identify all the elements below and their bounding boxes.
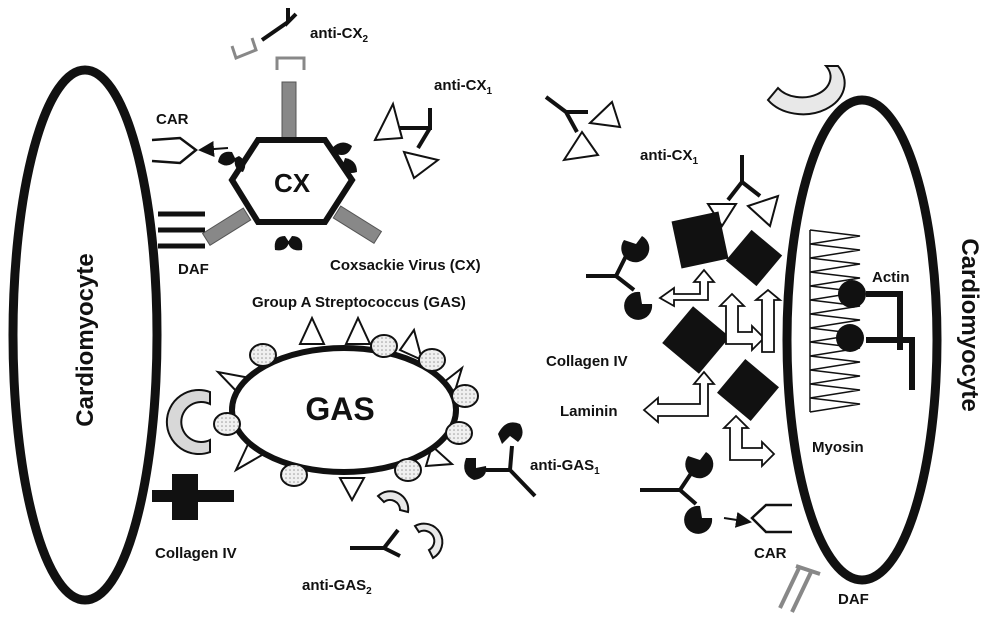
- antibody-anti-cx2-arms: [230, 37, 306, 70]
- car-binding-arrow-right: [723, 511, 752, 528]
- collagen-label-left: Collagen IV: [155, 545, 237, 562]
- laminin-label: Laminin: [560, 403, 618, 420]
- daf-receptor-left: [158, 211, 205, 249]
- left-cell-label: Cardiomyocyte: [72, 253, 99, 426]
- actin-binders: [836, 280, 866, 352]
- anti-cx1-right-label: anti-CX1: [640, 147, 699, 167]
- antibody-anti-cx1-left: [373, 101, 441, 180]
- bacterium-short-label: GAS: [305, 391, 374, 427]
- car-receptor-left: [151, 136, 199, 165]
- actin-label: Actin: [872, 269, 910, 286]
- anti-cx1-top-label: anti-CX1: [434, 77, 493, 97]
- daf-label-right: DAF: [838, 591, 869, 608]
- antibody-anti-gas1: [464, 422, 537, 498]
- daf-label-left: DAF: [178, 261, 209, 278]
- group-a-streptococcus: [213, 315, 479, 503]
- bacterium-surface-dots: [213, 334, 479, 487]
- antibody-anti-cx1-center: [544, 95, 622, 162]
- car-binding-arrow-left: [198, 141, 229, 157]
- antibody-right-upper: [586, 236, 653, 320]
- antibody-right-lower: [640, 452, 714, 534]
- car-label-left: CAR: [156, 111, 189, 128]
- collagen-iv-network: [662, 211, 783, 421]
- anti-gas1-label: anti-GAS1: [530, 457, 600, 477]
- left-cardiomyocyte: [8, 65, 162, 605]
- collagen-label-right: Collagen IV: [546, 353, 628, 370]
- anti-gas2-label: anti-GAS2: [302, 577, 372, 597]
- crescent-receptor-left: [165, 389, 211, 455]
- bacterium-caption: Group A Streptococcus (GAS): [252, 294, 466, 311]
- virus-short-label: CX: [274, 168, 311, 198]
- virus-caption: Coxsackie Virus (CX): [330, 257, 481, 274]
- virus-spike-proteins: [218, 142, 357, 251]
- laminin-network: [642, 268, 783, 469]
- car-receptor-right: [750, 503, 792, 534]
- myosin-label: Myosin: [812, 439, 864, 456]
- anti-cx2-label: anti-CX2: [310, 25, 369, 45]
- antibody-anti-gas2: [350, 490, 444, 560]
- antibody-anti-cx2: [260, 8, 298, 42]
- myosin-filament: [809, 229, 861, 413]
- collagen-receptor-left: [152, 474, 234, 520]
- car-label-right: CAR: [754, 545, 787, 562]
- coxsackie-virus: [201, 81, 383, 251]
- crescent-receptor-right: [766, 65, 846, 116]
- right-cell-label: Cardiomyocyte: [956, 238, 983, 411]
- daf-receptor-right: [778, 564, 821, 613]
- actin-receptor: [866, 291, 915, 390]
